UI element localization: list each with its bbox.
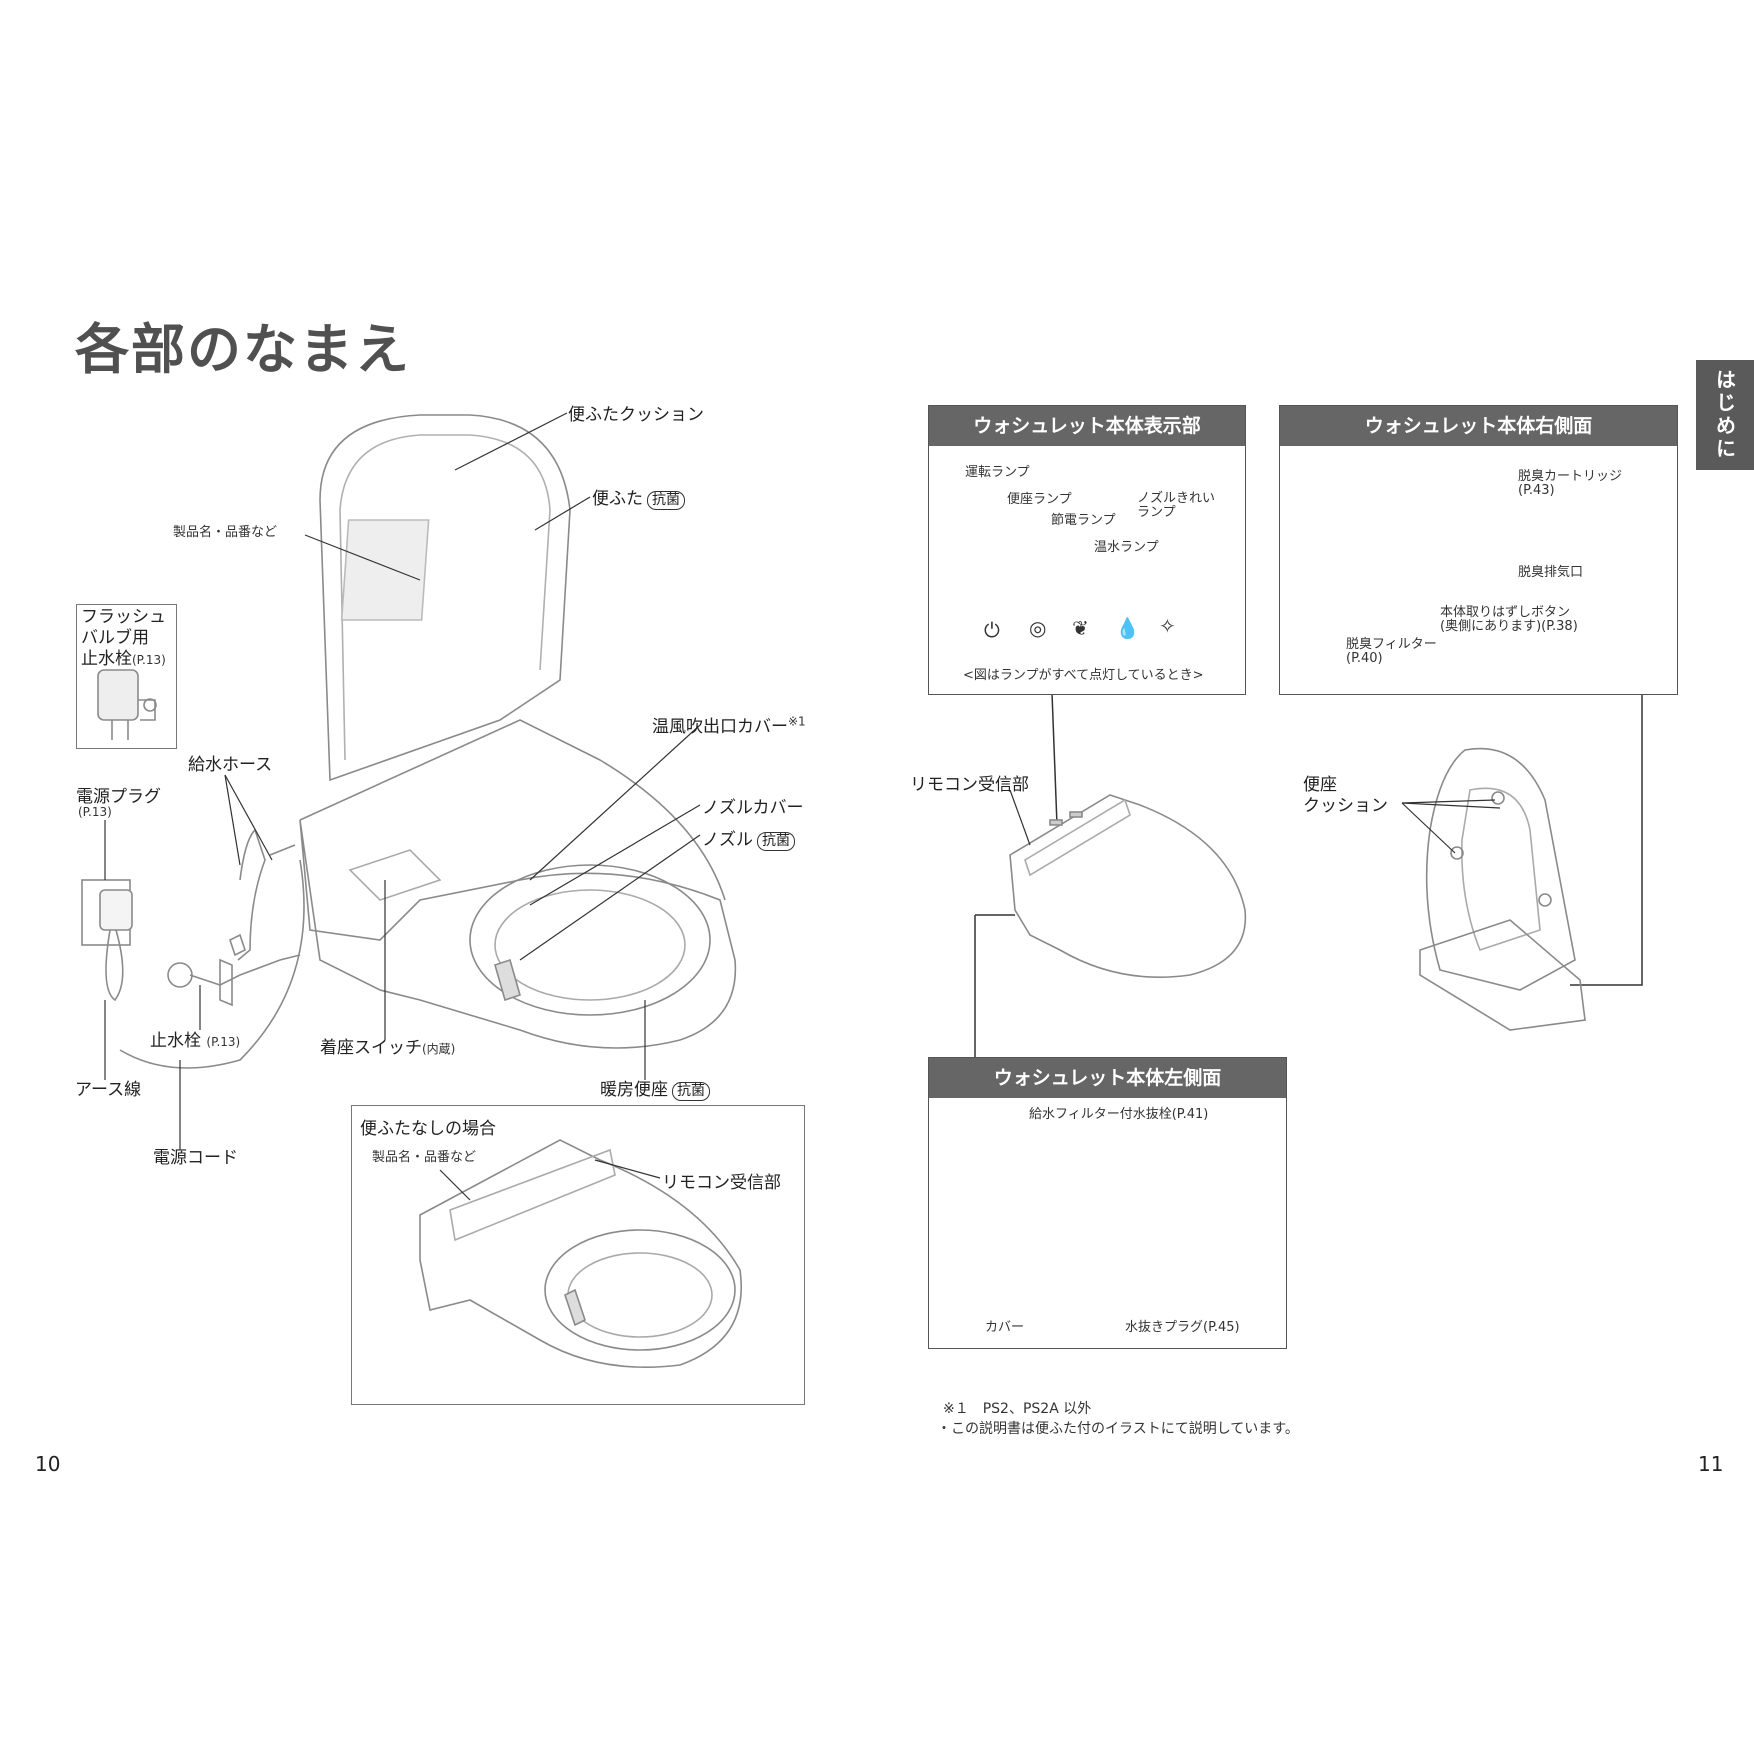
label-seat-switch: 着座スイッチ(内蔵) xyxy=(320,1038,456,1058)
page-number-left: 10 xyxy=(35,1452,61,1476)
nozzle-clean-icon: ✧ xyxy=(1159,614,1176,638)
section-tab[interactable]: はじめに xyxy=(1696,360,1754,470)
footnote-1: ※１ PS2、PS2A 以外 xyxy=(943,1401,1092,1417)
label-lid-cushion: 便ふたクッション xyxy=(568,405,704,425)
label-deodor-exhaust: 脱臭排気口 xyxy=(1518,565,1584,580)
antibac-badge: 抗菌 xyxy=(757,832,795,851)
right-side-panel: ウォシュレット本体右側面 脱臭カートリッジ (P.43) 脱臭排気口 本体取りは… xyxy=(1279,405,1678,695)
display-panel-title: ウォシュレット本体表示部 xyxy=(929,406,1245,446)
page-number-right: 11 xyxy=(1698,1452,1724,1476)
no-lid-box: 便ふたなしの場合 製品名・品番など リモコン受信部 xyxy=(351,1105,805,1405)
label-earth-wire: アース線 xyxy=(75,1080,142,1100)
label-lid: 便ふた抗菌 xyxy=(592,484,685,510)
flush-valve-box: フラッシュ バルブ用 止水栓(P.13) xyxy=(76,604,177,749)
no-lid-remote-receiver: リモコン受信部 xyxy=(662,1173,781,1193)
label-lamp-water: 温水ランプ xyxy=(1094,540,1159,555)
label-seat-cushion: 便座 クッション xyxy=(1303,775,1388,816)
water-drop-icon: 💧 xyxy=(1115,616,1140,640)
left-side-panel: ウォシュレット本体左側面 給水フィルター付水抜栓(P.41) カバー 水抜きプラ… xyxy=(928,1057,1287,1349)
antibac-badge: 抗菌 xyxy=(647,491,685,510)
label-flush-valve: フラッシュ バルブ用 止水栓(P.13) xyxy=(81,607,166,669)
power-icon: ⏻ xyxy=(984,618,1000,642)
label-stop-valve: 止水栓 (P.13) xyxy=(150,1031,241,1051)
right-side-panel-title: ウォシュレット本体右側面 xyxy=(1280,406,1677,446)
label-lamp-eco: 節電ランプ xyxy=(1051,513,1116,528)
label-cover: カバー xyxy=(985,1320,1025,1335)
label-lamp-power: 運転ランプ xyxy=(965,465,1030,480)
page-title: 各部のなまえ xyxy=(75,318,411,381)
leaf-icon: ❦ xyxy=(1072,616,1089,640)
label-heated-seat: 暖房便座抗菌 xyxy=(600,1075,710,1101)
label-deodor-cartridge-ref: (P.43) xyxy=(1518,483,1555,498)
label-lamp-seat: 便座ランプ xyxy=(1007,492,1072,507)
left-side-panel-title: ウォシュレット本体左側面 xyxy=(929,1058,1286,1098)
label-warm-air-cover: 温風吹出口カバー※1 xyxy=(652,714,806,737)
label-power-cord: 電源コード xyxy=(153,1148,238,1168)
label-nozzle: ノズル抗菌 xyxy=(702,825,795,851)
label-water-hose: 給水ホース xyxy=(188,755,273,775)
no-lid-title: 便ふたなしの場合 xyxy=(360,1119,496,1139)
label-remove-button-note: (奥側にあります)(P.38) xyxy=(1440,619,1578,634)
label-power-plug: 電源プラグ xyxy=(76,787,161,807)
label-remove-button: 本体取りはずしボタン xyxy=(1440,605,1571,620)
display-panel: ウォシュレット本体表示部 運転ランプ 便座ランプ 節電ランプ 温水ランプ ノズル… xyxy=(928,405,1246,695)
label-remote-receiver: リモコン受信部 xyxy=(910,775,1029,795)
label-deodor-filter: 脱臭フィルター xyxy=(1346,637,1437,652)
footnote-2: ・この説明書は便ふた付のイラストにて説明しています。 xyxy=(937,1421,1299,1437)
label-nozzle-cover: ノズルカバー xyxy=(702,798,804,818)
label-deodor-filter-ref: (P.40) xyxy=(1346,651,1383,666)
label-water-filter: 給水フィルター付水抜栓(P.41) xyxy=(1029,1107,1209,1122)
no-lid-product-name: 製品名・品番など xyxy=(372,1150,477,1165)
label-power-plug-ref: (P.13) xyxy=(78,805,112,819)
seat-icon: ◎ xyxy=(1029,616,1047,640)
antibac-badge: 抗菌 xyxy=(672,1082,710,1101)
label-product-name: 製品名・品番など xyxy=(173,525,278,540)
label-drain-plug: 水抜きプラグ(P.45) xyxy=(1125,1320,1240,1335)
label-deodor-cartridge: 脱臭カートリッジ xyxy=(1518,469,1623,484)
display-caption: <図はランプがすべて点灯しているとき> xyxy=(963,668,1204,683)
label-lamp-nozzle: ノズルきれい ランプ xyxy=(1137,491,1216,520)
